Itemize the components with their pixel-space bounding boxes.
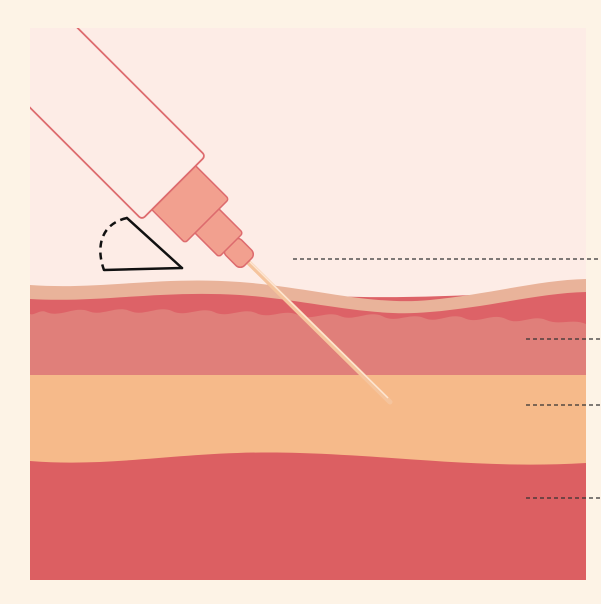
angle-marker-icon: [99, 216, 184, 272]
needle: [245, 259, 393, 405]
syringe-icon: [30, 28, 255, 269]
layer-muscle: [30, 451, 586, 580]
layer-epidermis: [30, 279, 586, 314]
leader-lines: [293, 258, 601, 499]
layer-subcutaneous-tissue: [30, 374, 586, 465]
